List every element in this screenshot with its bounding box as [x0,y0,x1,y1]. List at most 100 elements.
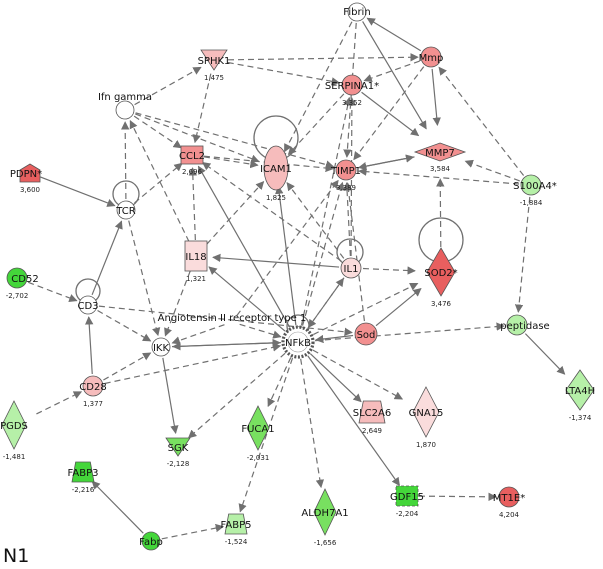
node-shape-s100a4 [520,174,542,196]
edge-ifng-to-timp1 [135,112,335,169]
node-label-sod: Sod [357,330,376,341]
node-cd52[interactable]: CD52-2,702 [6,267,39,300]
node-il1[interactable]: IL1 [340,257,362,279]
node-shape-fibrin [347,2,367,22]
node-shape-fuca1 [246,405,270,451]
node-label-tcr: TCR [115,206,136,217]
node-value-sgk: -2,128 [167,460,190,468]
edge-sod-to-sod2 [375,288,422,327]
node-value-sphk1: 1,475 [204,74,224,82]
node-label-sod2: SOD2* [424,268,457,279]
node-shape-pgds [1,400,27,450]
node-label-il18: IL18 [185,252,206,263]
edge-il1-to-timp1 [342,182,352,257]
edge-nfkb-to-fuca1 [267,357,292,408]
node-sgk[interactable]: SGK-2,128 [165,437,191,468]
node-value-il18: 1,321 [186,275,206,283]
edge-sphk1-to-ccl2 [192,73,212,144]
node-shape-fabp5 [224,513,248,535]
node-label-ifng: Ifn gamma [98,92,152,103]
edge-sphk1-to-serpina1 [227,61,341,86]
node-value-gdf15: -2,204 [396,510,419,518]
node-tcr[interactable]: TCR [115,200,136,220]
node-sod[interactable]: Sod [354,322,378,346]
edge-tcr-to-ccl2 [134,162,183,204]
node-label-ccl2: CCL2 [179,151,205,162]
node-aldh7a1[interactable]: ALDH7A1-1,656 [301,488,349,547]
node-pgds[interactable]: PGDS-1,481 [0,400,28,461]
node-ikk[interactable]: IKK [151,337,171,357]
node-shape-peptidase [506,314,528,336]
node-s100a4[interactable]: S100A4* -1,884 [513,174,557,207]
node-shape-gdf15 [395,485,419,507]
node-value-cd52: -2,702 [6,292,29,300]
edge-agtr1-to-nfkb [239,323,282,339]
node-fabp5[interactable]: FABP5-1,524 [221,513,252,546]
edge-nfkb-to-il18 [208,266,286,332]
node-ifng[interactable]: Ifn gamma [98,92,152,120]
node-value-s100a4: -1,884 [520,199,543,207]
node-shape-cd3 [78,295,98,315]
node-mmp[interactable]: Mmp [419,46,444,68]
node-value-pdpn: 3,600 [20,186,40,194]
node-lta4h[interactable]: LTA4H-1,374 [565,369,595,422]
node-sod2[interactable]: SOD2*3,476 [424,247,458,308]
node-fabp3[interactable]: FABP3-2,216 [68,461,99,494]
node-serpina1[interactable]: SERPINA1*3,352 [325,74,379,107]
node-label-il1: IL1 [344,264,359,275]
node-mt1e[interactable]: MT1E*4,204 [493,486,525,519]
node-shape-mt1e [498,486,520,508]
edge-il18-to-ikk [164,270,191,337]
node-shape-ikk [151,337,171,357]
node-label-pgds: PGDS [0,421,28,432]
edge-nfkb-to-ccl2 [197,165,291,328]
edge-peptidase-to-lta4h [524,333,566,375]
node-pdpn[interactable]: PDPN*3,600 [10,163,42,194]
edge-cd28-to-ikk [103,352,152,381]
edge-il18-to-icam1 [206,180,265,245]
node-il18[interactable]: IL18 1,321 [184,240,208,283]
edge-cd28-to-cd3 [85,316,94,375]
node-fabp[interactable]: Fabp [139,531,163,551]
node-shape-slc2a6 [358,400,386,424]
edge-sod2-to-mmp7 [436,178,445,248]
node-gdf15[interactable]: GDF15 -2,204 [390,485,424,518]
edge-s100a4-to-timp1 [358,167,520,185]
node-value-aldh7a1: -1,656 [314,539,337,547]
edge-il18-to-ccl2 [188,167,198,241]
edge-nfkb-to-aldh7a1 [300,358,325,489]
node-shape-pdpn [19,163,41,183]
edge-sod-to-nfkb [315,334,354,344]
edge-fibrin-to-timp1 [343,22,357,158]
edge-mmp-to-fibrin [366,17,422,52]
node-shape-timp1 [335,159,357,181]
node-agtr1[interactable]: Angiotensin II receptor type 1 [158,313,307,324]
node-shape-cd52 [6,267,28,289]
node-shape-sod2 [426,247,456,297]
node-label-serpina1: SERPINA1* [325,81,379,92]
node-shape-ifng [115,100,135,120]
node-label-s100a4: S100A4* [513,181,557,192]
node-shape-lta4h [565,369,595,411]
edge-nfkb-to-sgk [187,352,286,439]
node-nfkb[interactable]: NFkB [281,325,315,359]
node-label-slc2a6: SLC2A6 [353,408,391,419]
node-label-nfkb: NFkB [285,338,311,349]
node-value-cd28: 1,377 [83,400,103,408]
node-value-mmp7: 3,584 [430,165,451,173]
node-label-mt1e: MT1E* [493,493,525,504]
node-fuca1[interactable]: FUCA1-2,031 [241,405,275,462]
node-label-gdf15: GDF15 [390,492,424,503]
node-peptidase[interactable]: peptidase [500,314,550,336]
edge-nfkb-to-gna15 [312,349,404,400]
node-fibrin[interactable]: Fibrin [343,2,371,22]
node-cd3[interactable]: CD3 [77,295,99,315]
